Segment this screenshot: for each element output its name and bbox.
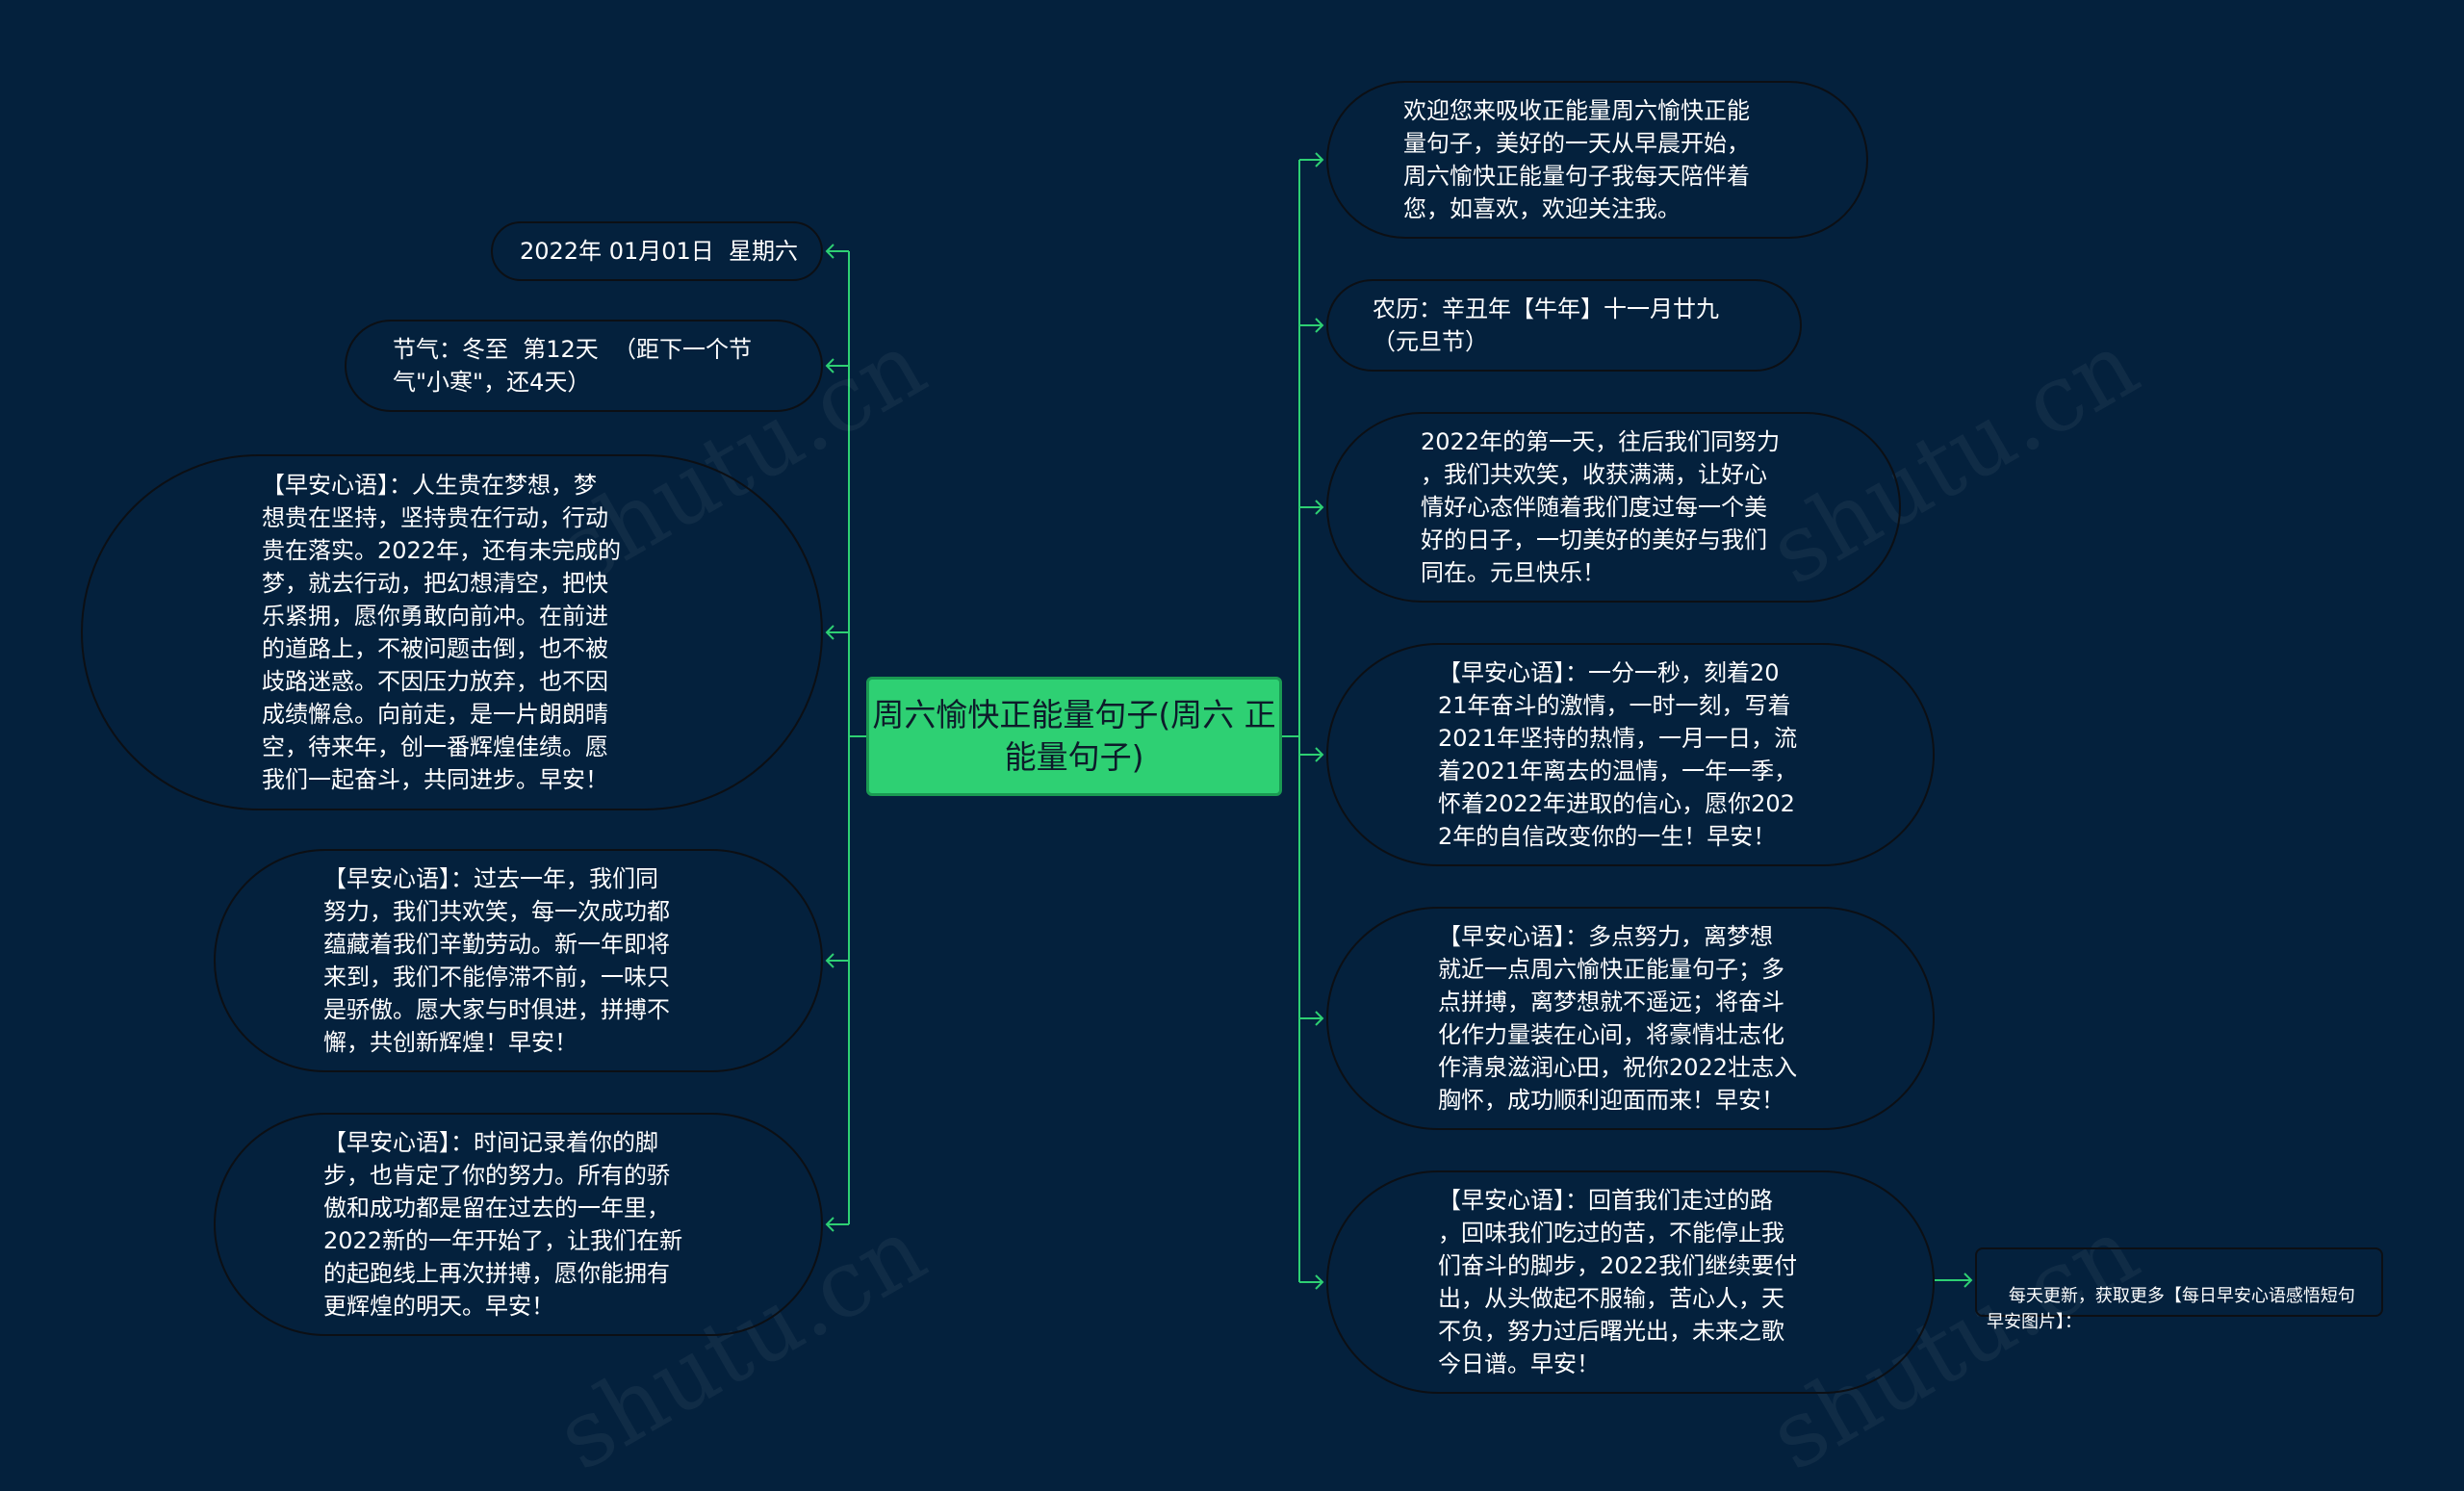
connector-arrow xyxy=(825,244,834,259)
right-node-welcome[interactable]: 欢迎您来吸收正能量周六愉快正能 量句子，美好的一天从早晨开始， 周六愉快正能量句… xyxy=(1326,81,1868,239)
connector-arrow xyxy=(1315,318,1324,333)
central-topic-label: 周六愉快正能量句子(周六 正能量句子) xyxy=(872,696,1276,776)
right-node-morning-quote-5[interactable]: 【早安心语】：多点努力，离梦想 就近一点周六愉快正能量句子；多 点拼搏，离梦想就… xyxy=(1326,907,1935,1130)
right-node-new-year[interactable]: 2022年的第一天，往后我们同努力 ，我们共欢笑，收获满满，让好心 情好心态伴随… xyxy=(1326,412,1901,603)
connector-arrow xyxy=(825,1217,834,1232)
left-node-morning-quote-1[interactable]: 【早安心语】：人生贵在梦想，梦 想贵在坚持，坚持贵在行动，行动 贵在落实。202… xyxy=(81,454,823,810)
node-text: 农历：辛丑年【牛年】十一月廿九 （元旦节） xyxy=(1373,296,1719,355)
connector-arrow xyxy=(1315,1011,1324,1026)
node-text: 【早安心语】：回首我们走过的路 ，回味我们吃过的苦，不能停止我 们奋斗的脚步，2… xyxy=(1438,1187,1798,1377)
node-text: 【早安心语】：时间记录着你的脚 步，也肯定了你的努力。所有的骄 傲和成功都是留在… xyxy=(323,1129,683,1320)
node-text: 【早安心语】：人生贵在梦想，梦 想贵在坚持，坚持贵在行动，行动 贵在落实。202… xyxy=(262,472,622,793)
right-node-morning-quote-6[interactable]: 【早安心语】：回首我们走过的路 ，回味我们吃过的苦，不能停止我 们奋斗的脚步，2… xyxy=(1326,1170,1935,1394)
left-node-date[interactable]: 2022年 01月01日 星期六 xyxy=(491,221,823,281)
side-note-daily-update[interactable]: 每天更新，获取更多【每日早安心语感悟短句 早安图片】： xyxy=(1975,1247,2383,1332)
node-text: 欢迎您来吸收正能量周六愉快正能 量句子，美好的一天从早晨开始， 周六愉快正能量句… xyxy=(1403,97,1750,222)
node-text: 2022年 01月01日 星期六 xyxy=(520,238,799,265)
connector-arrow xyxy=(1315,1274,1324,1290)
node-text: 【早安心语】：一分一秒，刻着20 21年奋斗的激情，一时一刻，写着 2021年坚… xyxy=(1438,659,1798,850)
central-topic[interactable]: 周六愉快正能量句子(周六 正能量句子) xyxy=(866,677,1282,796)
connector-arrow xyxy=(1964,1272,1973,1288)
connector-arrow xyxy=(1315,747,1324,762)
node-text: 【早安心语】：多点努力，离梦想 就近一点周六愉快正能量句子；多 点拼搏，离梦想就… xyxy=(1438,923,1798,1114)
connector-arrow xyxy=(1315,152,1324,167)
connector-arrow xyxy=(1315,500,1324,515)
connector-arrow xyxy=(825,358,834,373)
connector-arrow xyxy=(825,625,834,640)
left-node-morning-quote-3[interactable]: 【早安心语】：时间记录着你的脚 步，也肯定了你的努力。所有的骄 傲和成功都是留在… xyxy=(214,1113,823,1336)
right-node-lunar-date[interactable]: 农历：辛丑年【牛年】十一月廿九 （元旦节） xyxy=(1326,279,1802,372)
side-note-text: 每天更新，获取更多【每日早安心语感悟短句 早安图片】： xyxy=(1987,1286,2355,1332)
left-node-morning-quote-2[interactable]: 【早安心语】：过去一年，我们同 努力，我们共欢笑，每一次成功都 蕴藏着我们辛勤劳… xyxy=(214,849,823,1072)
right-node-morning-quote-4[interactable]: 【早安心语】：一分一秒，刻着20 21年奋斗的激情，一时一刻，写着 2021年坚… xyxy=(1326,643,1935,866)
node-text: 【早安心语】：过去一年，我们同 努力，我们共欢笑，每一次成功都 蕴藏着我们辛勤劳… xyxy=(323,865,670,1056)
left-node-solar-term[interactable]: 节气：冬至 第12天 （距下一个节 气"小寒"，还4天） xyxy=(345,320,823,412)
node-text: 2022年的第一天，往后我们同努力 ，我们共欢笑，收获满满，让好心 情好心态伴随… xyxy=(1421,428,1781,586)
node-text: 节气：冬至 第12天 （距下一个节 气"小寒"，还4天） xyxy=(393,336,753,396)
connector-arrow xyxy=(825,953,834,968)
